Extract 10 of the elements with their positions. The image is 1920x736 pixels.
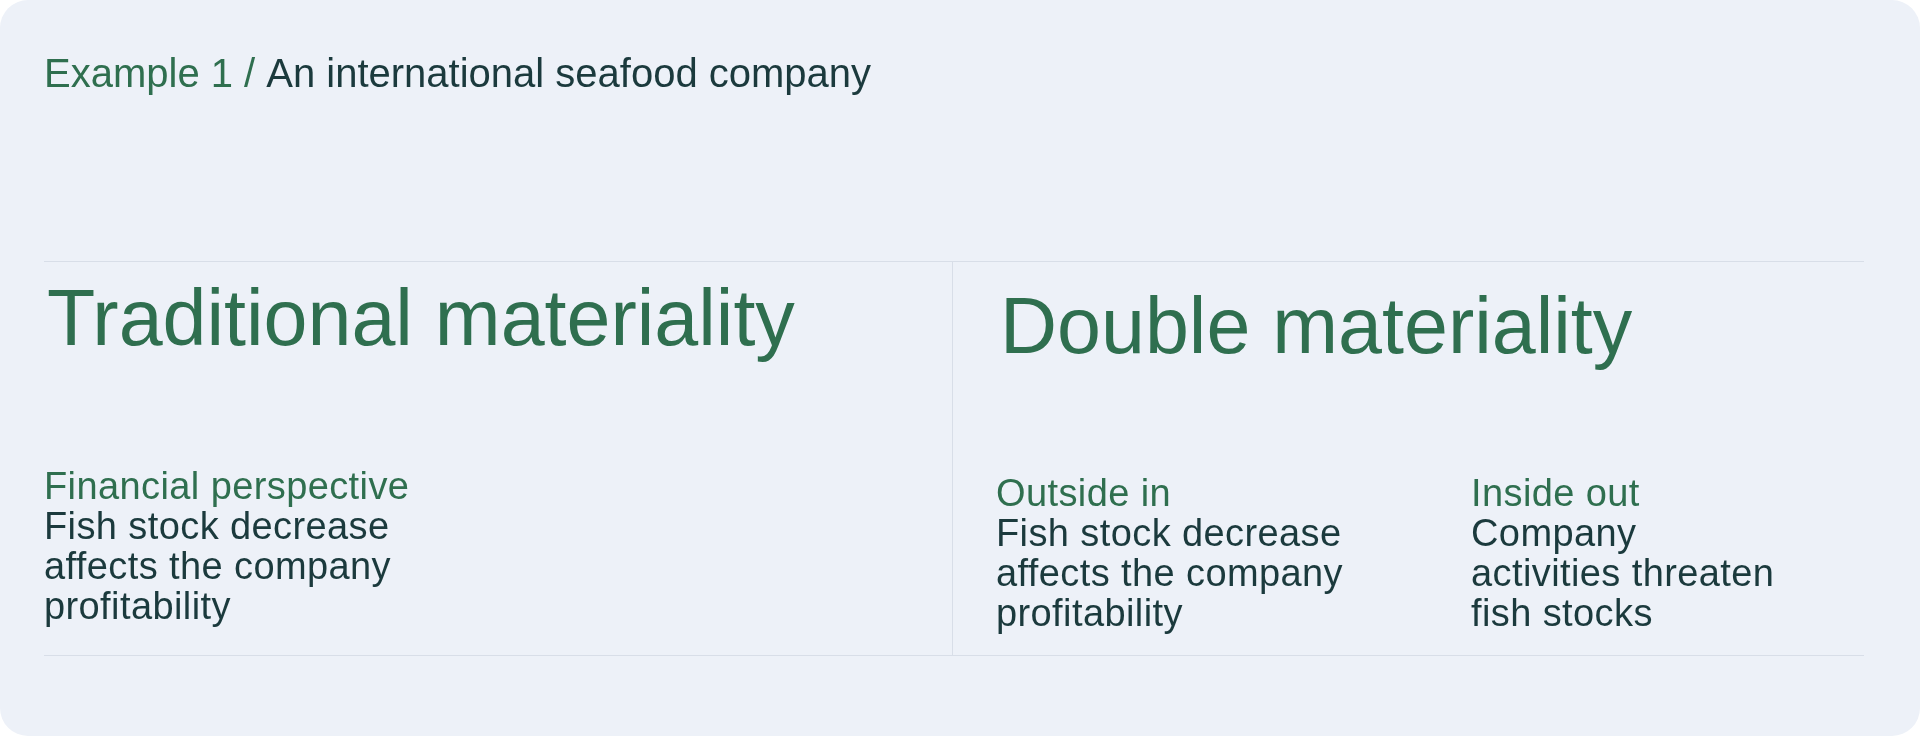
description-text: Fish stock decrease affects the company profitability [996,513,1344,633]
subheading: Outside in [996,473,1173,513]
page-title: An international seafood company [266,50,872,96]
description-text: Company activities threaten fish stocks [1471,513,1776,633]
column-heading: Traditional materiality [47,273,795,364]
column-heading: Double materiality [1000,281,1633,372]
description-text: Fish stock decrease affects the company profitability [44,506,391,626]
example-label: Example 1 / [44,50,256,96]
subheading: Inside out [1471,473,1641,513]
subheading: Financial perspective [44,466,411,506]
